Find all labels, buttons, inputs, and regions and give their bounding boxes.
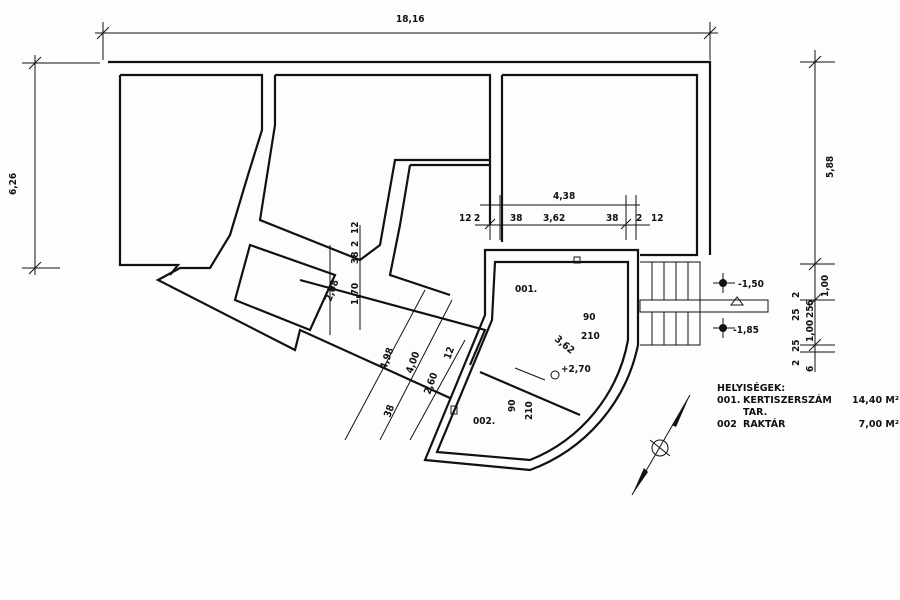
dim-top-sub: 12: [459, 213, 472, 224]
north-arrow-icon: [631, 394, 691, 496]
dim-stair: 2: [791, 292, 802, 298]
room-legend: HELYISÉGEK: 001. KERTISZERSZÁM TAR. 14,4…: [717, 383, 899, 431]
legend-row: 002 RAKTÁR 7,00 M²: [717, 419, 899, 431]
dim-diagonal: 2: [350, 241, 361, 247]
dim-top-sub: 2: [636, 213, 642, 224]
dim-top-sub: 38: [606, 213, 619, 224]
legend-room-name: RAKTÁR: [743, 419, 786, 430]
dim-stair: 1,00: [805, 320, 816, 342]
dim-top-sub: 38: [510, 213, 523, 224]
storeroom-walls: [423, 248, 640, 472]
floor-level: +2,70: [561, 364, 591, 375]
dimension-lines: [22, 22, 835, 372]
dim-top-sub: 2: [474, 213, 480, 224]
stairs: [639, 261, 769, 346]
legend-title: HELYISÉGEK:: [717, 383, 786, 394]
room-001-width: 3,62: [552, 334, 576, 357]
room-001-door-width: 90: [583, 312, 596, 323]
dim-diagonal: 12: [442, 345, 457, 361]
legend-room-area: 7,00 M²: [858, 419, 899, 430]
legend-row: 001. KERTISZERSZÁM TAR. 14,40 M²: [717, 395, 899, 419]
room-001-label: 001.: [515, 284, 537, 295]
room-002-door-height: 210: [524, 401, 535, 420]
legend-room-number: 002: [717, 419, 737, 430]
legend-room-number: 001.: [717, 395, 741, 406]
room-002-label: 002.: [473, 416, 495, 427]
diagonal-dimensions: [329, 225, 466, 441]
legend-room-area: 14,40 M²: [852, 395, 899, 406]
building-walls: [108, 60, 712, 400]
level-upper: -1,50: [738, 279, 764, 290]
dim-diagonal: 38: [350, 251, 361, 264]
room-002-door-width: 90: [507, 399, 518, 412]
dim-diagonal: 12: [350, 221, 361, 234]
dim-diagonal: 38: [382, 403, 397, 419]
dim-stair: 1,00: [820, 275, 831, 297]
dim-right-height: 5,88: [825, 156, 836, 178]
dim-stair: 6: [805, 300, 816, 306]
dim-stair: 25: [791, 308, 802, 321]
dim-diagonal: 4,98: [378, 346, 396, 371]
dim-top-sub: 12: [651, 213, 664, 224]
dim-top-span: 4,38: [553, 191, 575, 202]
dim-stair: 25: [805, 305, 816, 318]
dim-stair: 2: [791, 360, 802, 366]
dim-diagonal: 1,70: [350, 283, 361, 305]
dim-stair: 25: [791, 339, 802, 352]
dim-left-height: 6,26: [8, 173, 19, 195]
dim-stair: 6: [805, 366, 816, 372]
level-lower: -1,85: [733, 325, 759, 336]
room-001-door-height: 210: [581, 331, 600, 342]
dim-top-sub: 3,62: [543, 213, 565, 224]
legend-room-name: KERTISZERSZÁM TAR.: [743, 395, 832, 418]
dim-overall-width: 18,16: [396, 14, 424, 25]
